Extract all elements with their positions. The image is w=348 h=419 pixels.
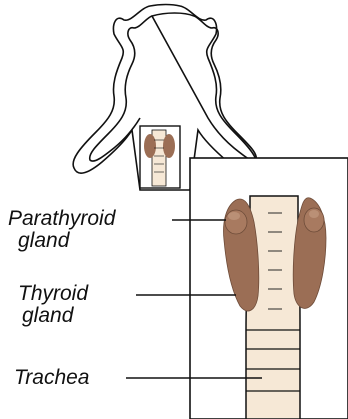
thumbnail-inset	[140, 126, 180, 188]
parathyroid-label-line2: gland	[8, 230, 115, 252]
trachea-label: Trachea	[14, 367, 89, 389]
thyroid-label-line1: Thyroid	[18, 283, 88, 305]
thyroid-label: Thyroid gland	[18, 283, 88, 327]
thyroid-label-line2: gland	[18, 305, 88, 327]
parathyroid-label-line1: Parathyroid	[8, 208, 115, 230]
parathyroid-label: Parathyroid gland	[8, 208, 115, 252]
